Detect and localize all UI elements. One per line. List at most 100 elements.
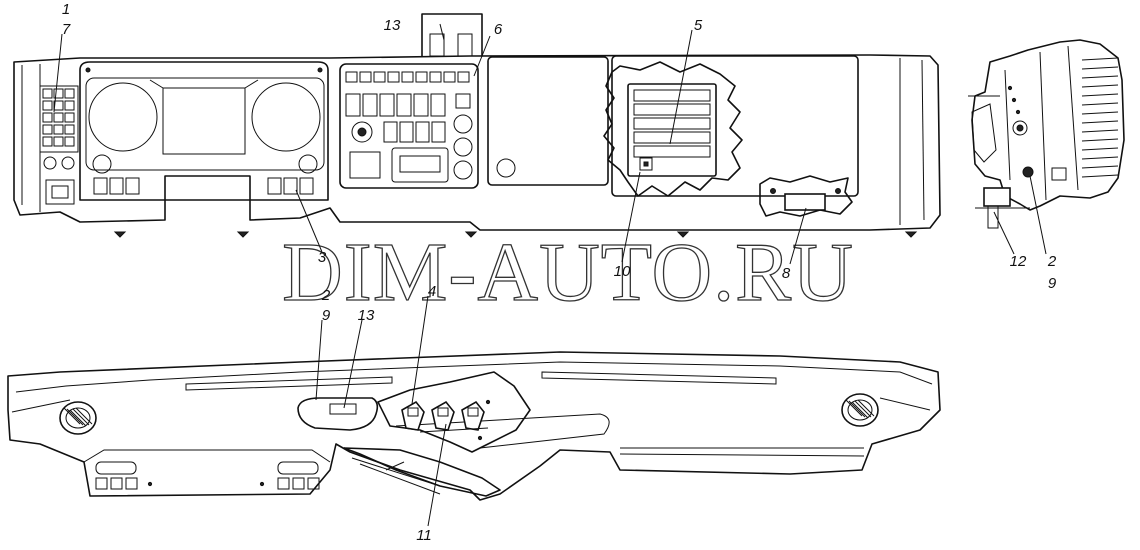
callout-5: 5 <box>694 17 703 34</box>
vent-fin <box>1081 93 1119 97</box>
callout-9-side: 9 <box>1048 275 1057 292</box>
callout-9-bottom: 9 <box>322 307 331 324</box>
rocker-switch <box>431 121 446 143</box>
vent-fin <box>1081 129 1119 133</box>
rocker-switch <box>415 121 430 143</box>
indicator-lamp <box>429 71 442 83</box>
top-bracket <box>421 13 483 57</box>
switch-key <box>53 88 64 99</box>
dashboard-side-view <box>968 39 1125 229</box>
switch-key <box>53 100 64 111</box>
speaker-grille-line <box>63 407 81 425</box>
dashboard-front-view <box>13 13 941 238</box>
cluster-button <box>109 177 124 195</box>
speaker-grille-line <box>857 399 875 417</box>
leader-lines <box>53 23 1047 527</box>
callout-6: 6 <box>494 21 503 38</box>
middle-cover-panel <box>487 56 609 186</box>
watermark-text: DIM-AUTO.RU <box>282 226 854 319</box>
callout-4: 4 <box>428 283 436 300</box>
vent-fin <box>1081 138 1119 142</box>
indicator-lamp <box>457 71 470 83</box>
fuse-row <box>633 117 711 130</box>
switch-pod-face <box>437 407 449 417</box>
rocker-switch <box>396 93 412 117</box>
switch-key <box>53 112 64 123</box>
lower-button <box>292 477 305 490</box>
cluster-button <box>267 177 282 195</box>
switch-key <box>42 136 53 147</box>
rocker-switch <box>362 93 378 117</box>
cluster-button <box>93 177 108 195</box>
cluster-button <box>283 177 298 195</box>
speaker-grille-line <box>854 400 872 418</box>
rocker-switch <box>430 93 446 117</box>
vent-fin <box>1081 84 1119 88</box>
callout-8: 8 <box>782 265 791 282</box>
vent-fin <box>1081 174 1119 178</box>
right-glovebox-cutaway <box>603 55 859 217</box>
rocker-switch <box>413 93 429 117</box>
switch-key <box>42 124 53 135</box>
indicator-lamp <box>387 71 400 83</box>
vent-fin <box>1081 75 1119 79</box>
speaker-grille-line <box>66 408 84 426</box>
callout-11: 11 <box>416 527 432 544</box>
switch-key <box>64 88 75 99</box>
lower-button <box>95 477 108 490</box>
switch-key <box>42 112 53 123</box>
indicator-lamp <box>345 71 358 83</box>
switch-pod-face <box>467 407 479 417</box>
vent-fin <box>1081 156 1119 160</box>
rocker-switch <box>345 93 361 117</box>
speaker-grille-line <box>845 399 863 417</box>
callout-13-bottom: 13 <box>358 307 375 324</box>
callout-10: 10 <box>614 263 631 280</box>
switch-key <box>64 136 75 147</box>
vent-fin <box>1081 102 1119 106</box>
fuse-row <box>633 103 711 116</box>
lower-button <box>307 477 320 490</box>
switch-key <box>42 100 53 111</box>
cluster-button <box>125 177 140 195</box>
rocker-switch <box>383 121 398 143</box>
rocker-switch <box>455 93 471 109</box>
cluster-button <box>299 177 314 195</box>
instrument-cluster <box>79 61 329 201</box>
right-speaker <box>841 393 879 427</box>
indicator-lamp <box>401 71 414 83</box>
lower-button <box>125 477 138 490</box>
switch-key <box>53 124 64 135</box>
vent-fin <box>1081 120 1119 124</box>
fuse-row <box>633 89 711 102</box>
speaker-grille-line <box>848 400 866 418</box>
speaker-grille-line <box>72 408 90 426</box>
vent-fin <box>1081 66 1119 70</box>
callout-13-top: 13 <box>384 17 401 34</box>
speaker-grille-line <box>851 401 869 419</box>
vent-fin <box>1081 165 1119 169</box>
rocker-switch <box>399 121 414 143</box>
dashboard-top-view <box>7 351 941 501</box>
indicator-lamp <box>373 71 386 83</box>
speaker-grille-line <box>69 409 87 427</box>
vent-fin <box>1081 57 1119 61</box>
switch-key <box>53 136 64 147</box>
callout-labels: 1 7 13 6 5 3 10 8 12 2 9 2 9 13 4 11 <box>62 1 1057 544</box>
center-switch-panel <box>339 63 479 189</box>
switch-key <box>64 100 75 111</box>
callout-1: 1 <box>62 1 70 18</box>
indicator-lamp <box>415 71 428 83</box>
left-switch-block <box>39 85 79 205</box>
rocker-switch <box>379 93 395 117</box>
switch-key <box>64 124 75 135</box>
lower-button <box>277 477 290 490</box>
indicator-lamp <box>359 71 372 83</box>
speaker-grille-line <box>75 407 93 425</box>
callout-7: 7 <box>62 21 71 38</box>
callout-2-side: 2 <box>1047 253 1057 270</box>
lower-button <box>110 477 123 490</box>
switch-key <box>42 88 53 99</box>
vent-fin <box>1081 147 1119 151</box>
